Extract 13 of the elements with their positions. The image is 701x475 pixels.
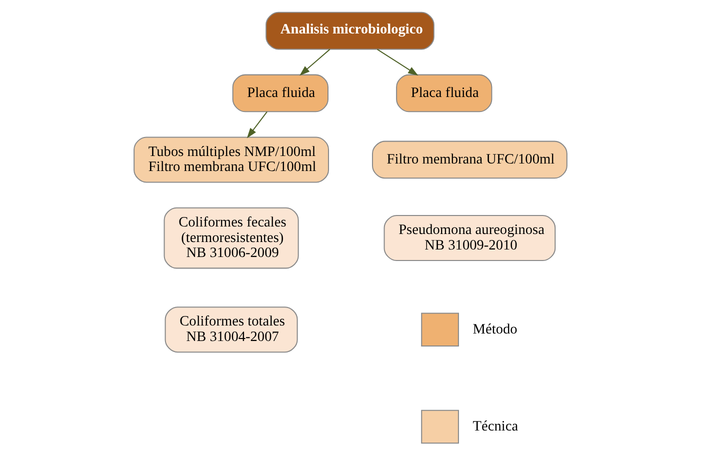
node-box: Coliformes totales NB 31004-2007 <box>164 306 298 353</box>
node-box: Placa fluida <box>232 74 328 112</box>
node-box: Coliformes fecales (termoresistentes) NB 31006-2009 <box>164 207 299 269</box>
legend-label: Técnica <box>472 418 518 435</box>
node-box: Pseudomona aureoginosa NB 31009-2010 <box>384 214 556 262</box>
arrow <box>300 48 330 76</box>
arrow <box>376 48 418 76</box>
legend-label: Método <box>472 321 518 338</box>
node-box: Analisis microbiologico <box>266 12 434 50</box>
arrow <box>246 112 268 138</box>
node-box: Tubos múltiples NMP/100ml Filtro membrana UFC/100ml <box>134 136 330 183</box>
node-box: Placa fluida <box>396 74 492 112</box>
node-box: Filtro membrana UFC/100ml <box>372 140 568 179</box>
